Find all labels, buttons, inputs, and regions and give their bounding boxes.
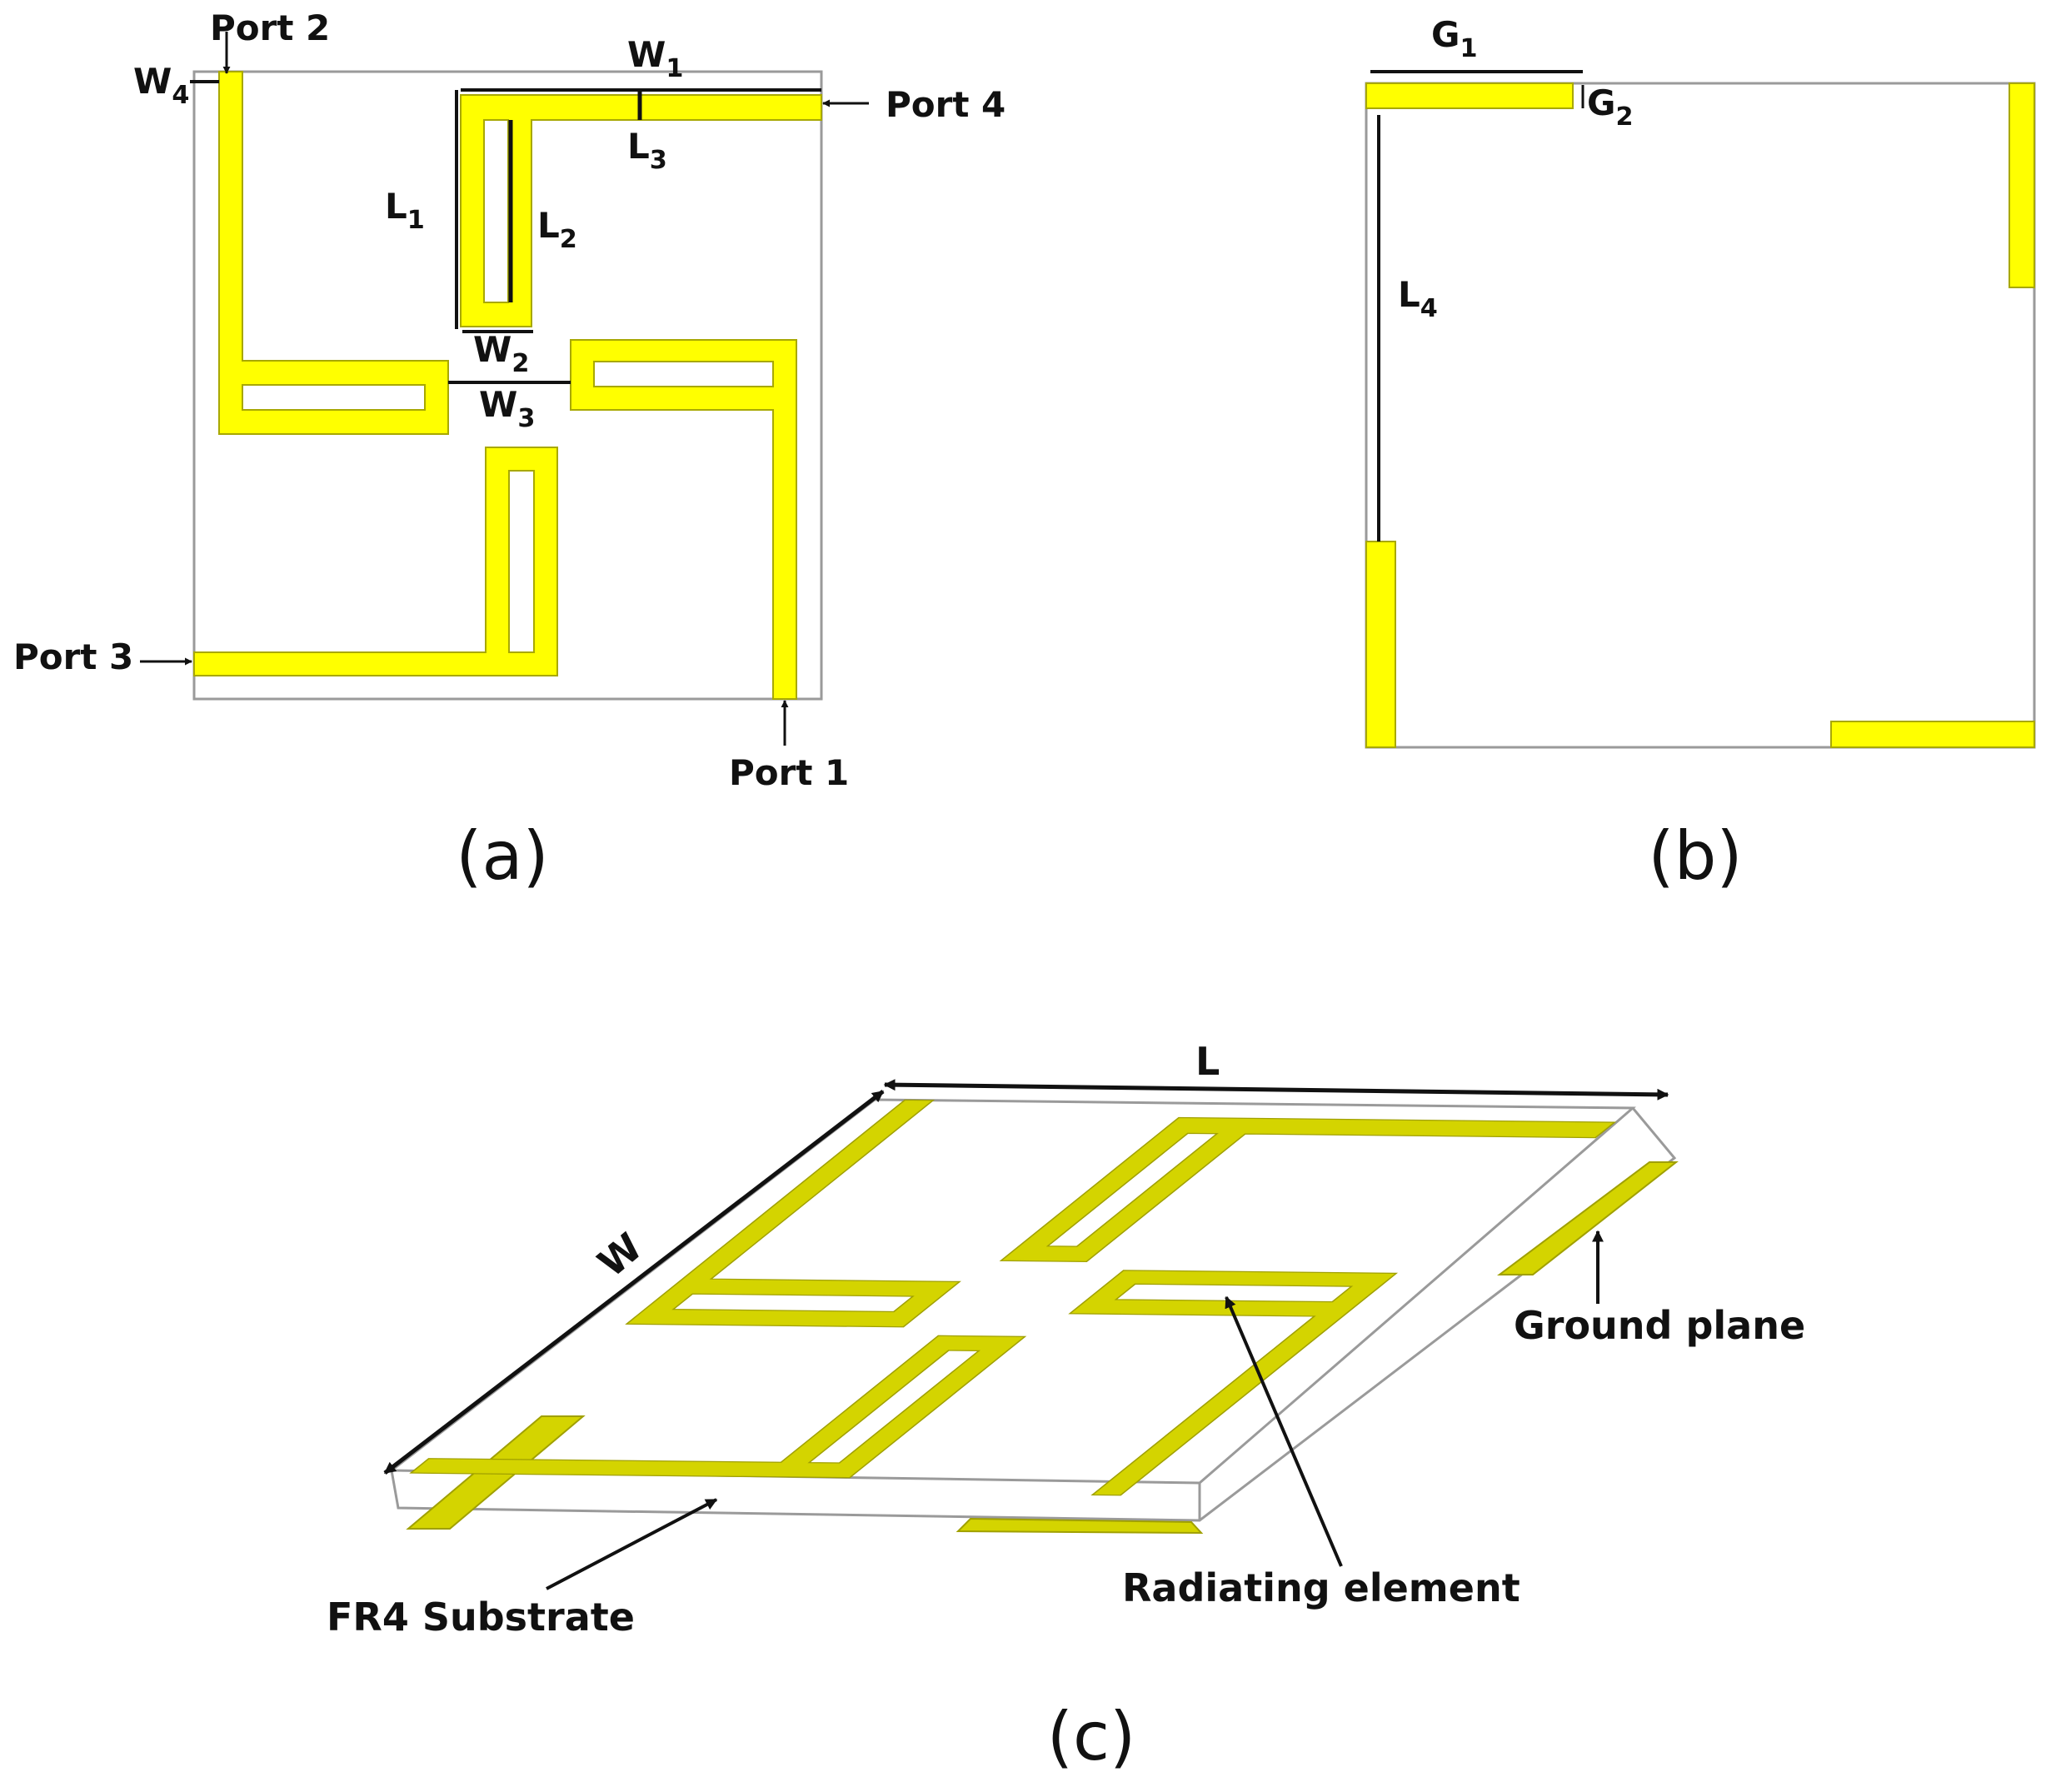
radiating-element-3d-1 bbox=[1068, 1270, 1399, 1496]
dim-l4: L4 bbox=[1398, 274, 1438, 323]
radiating-element-1 bbox=[570, 339, 797, 700]
panel-b-bottom-view: G1 G2 L4 (b) bbox=[1365, 14, 2036, 895]
ground-strip-right bbox=[2009, 82, 2035, 288]
dim-w4: W4 bbox=[133, 61, 189, 110]
ground-strip-3d-right bbox=[1497, 1161, 1679, 1275]
ground-strip-left bbox=[1365, 541, 1396, 748]
ground-plane-label: Ground plane bbox=[1514, 1303, 1805, 1348]
panel-a-top-view: Port 2 Port 4 Port 3 Port 1 W1 L3 L1 L2 … bbox=[13, 7, 1006, 895]
dim-l3: L3 bbox=[627, 126, 667, 175]
ground-strip-3d-front bbox=[956, 1517, 1204, 1535]
radiating-element-4 bbox=[460, 94, 822, 327]
port3-label: Port 3 bbox=[13, 636, 133, 677]
substrate-outline-a bbox=[192, 70, 823, 701]
dim-g2: G2 bbox=[1587, 82, 1634, 132]
fr4-substrate-label: FR4 Substrate bbox=[327, 1595, 635, 1640]
ground-strip-top bbox=[1365, 82, 1574, 109]
dim-w1: W1 bbox=[627, 34, 683, 83]
dim-L-3d: L bbox=[1195, 1039, 1220, 1084]
port2-label: Port 2 bbox=[210, 7, 330, 48]
panel-c-3d-view: L W Ground plane Radiating element FR4 S… bbox=[327, 1039, 1805, 1775]
caption-b: (b) bbox=[1648, 817, 1742, 895]
substrate-front-edge bbox=[390, 1107, 1677, 1522]
substrate-top-face bbox=[387, 1098, 1636, 1485]
substrate-outline-b bbox=[1365, 82, 2036, 749]
caption-a: (a) bbox=[456, 817, 548, 895]
port1-label: Port 1 bbox=[729, 752, 849, 793]
dim-w2: W2 bbox=[473, 329, 529, 378]
dim-l2: L2 bbox=[537, 205, 577, 254]
radiating-element-3 bbox=[193, 447, 558, 676]
dim-l1: L1 bbox=[385, 186, 425, 235]
radiating-element-3d-4 bbox=[999, 1116, 1617, 1263]
port4-label: Port 4 bbox=[886, 84, 1006, 125]
dim-g1: G1 bbox=[1431, 14, 1478, 63]
ground-strip-bottom bbox=[1830, 721, 2035, 748]
radiating-element-label: Radiating element bbox=[1122, 1565, 1520, 1610]
dim-w3: W3 bbox=[479, 384, 535, 433]
caption-c: (c) bbox=[1047, 1698, 1135, 1775]
radiating-element-2 bbox=[218, 71, 449, 435]
